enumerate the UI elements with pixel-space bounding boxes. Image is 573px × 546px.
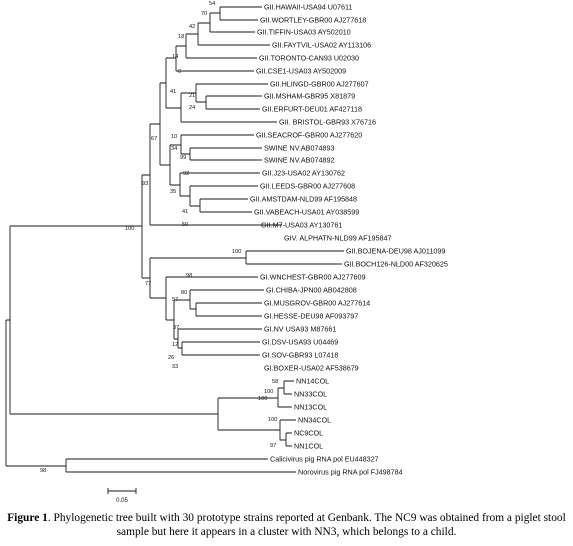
bootstrap-value: 57: [172, 297, 178, 303]
phylogenetic-tree: GII.HAWAII-USA94 U07611GII.WORTLEY-GBR00…: [5, 1, 448, 504]
tip-label: SWINE NV.AB074892: [264, 156, 334, 165]
tip-labels: GII.HAWAII-USA94 U07611GII.WORTLEY-GBR00…: [250, 3, 448, 477]
tip-label: GII.TORONTO-CAN93 U02030: [259, 54, 359, 63]
tip-label: GI.MUSGROV-GBR00 AJ277614: [264, 299, 370, 308]
bootstrap-value: 41: [182, 209, 188, 215]
tip-label: Calicivirus pig RNA pol EU448327: [270, 455, 379, 464]
bootstrap-value: 33: [172, 364, 178, 370]
tip-label: GI.BOXER-USA02 AF538679: [264, 364, 359, 373]
tip-label: GII.J23-USA02 AY130762: [262, 169, 345, 178]
bootstrap-value: 77: [145, 281, 151, 287]
bootstrap-value: 41: [170, 89, 176, 95]
tip-label: GII.BOCH126-NLD00 AF320625: [344, 260, 448, 269]
tip-label: GII.MSHAM-GBR95 X81879: [264, 92, 355, 101]
figure-caption: Figure 1. Phylogenetic tree built with 3…: [4, 511, 569, 539]
tip-label: GII.HAWAII-USA94 U07611: [264, 3, 352, 12]
bootstrap-value: 42: [189, 24, 195, 30]
caption-label: Figure 1: [7, 512, 48, 524]
tip-label: GII.M7-USA03 AY130761: [261, 221, 342, 230]
caption-text: . Phylogenetic tree built with 30 protot…: [47, 512, 566, 538]
tip-label: GI.SOV-GBR93 L07418: [262, 351, 338, 360]
bootstrap-value: 14: [172, 54, 178, 60]
scale-bar-label: 0.05: [116, 498, 128, 504]
bootstrap-value: 100: [268, 417, 277, 423]
bootstrap-value: 54: [209, 1, 215, 7]
bootstrap-value: 50: [182, 222, 188, 228]
tip-label: NN1COL: [294, 442, 323, 451]
tip-label: NN14COL: [296, 377, 329, 386]
bootstrap-value: 12: [172, 342, 178, 348]
tip-label: GI.CHIBA-JPN00 AB042808: [266, 286, 357, 295]
bootstrap-value: 98: [40, 468, 46, 474]
tip-label: GII.CSE1-USA03 AY502009: [256, 67, 346, 76]
bootstrap-value: 97: [270, 443, 276, 449]
bootstrap-value: 100: [232, 249, 241, 255]
tip-label: NN34COL: [298, 416, 331, 425]
tip-label: NC9COL: [294, 429, 323, 438]
bootstrap-value: 70: [201, 11, 207, 17]
bootstrap-value: 21: [189, 93, 195, 99]
tip-label: GII.VABEACH-USA01 AY038599: [254, 208, 359, 217]
tip-label: GII.TIFFIN-USA03 AY502010: [257, 28, 351, 37]
bootstrap-value: 37: [173, 325, 179, 331]
tip-label: GII.BOJENA-DEU98 AJ011099: [346, 247, 445, 256]
bootstrap-value: 34: [171, 146, 177, 152]
bootstrap-value: 80: [181, 290, 187, 296]
tip-label: GII.AMSTDAM-NLD99 AF195848: [250, 195, 357, 204]
tip-label: GI.DSV-USA93 U04469: [262, 338, 338, 347]
bootstrap-value: 98: [186, 273, 192, 279]
bootstrap-value: 92: [183, 171, 189, 177]
bootstrap-value: 24: [189, 105, 195, 111]
bootstrap-value: 93: [142, 181, 148, 187]
bootstrap-value: 67: [151, 136, 157, 142]
tip-label: GI.HESSE-DEU98 AF093797: [264, 312, 358, 321]
tip-label: GII.HLINGD-GBR00 AJ277607: [270, 80, 369, 89]
bootstrap-value: 18: [178, 34, 184, 40]
tip-label: GII.WORTLEY-GBR00 AJ277618: [260, 16, 366, 25]
bootstrap-value: 100: [258, 396, 267, 402]
tip-label: GII.ERFURT-DEU01 AF427118: [262, 105, 362, 114]
bootstrap-value: 35: [170, 189, 176, 195]
scale-bar: 0.05: [107, 488, 137, 504]
tip-label: GII.SEACROF-GBR00 AJ277620: [256, 131, 362, 140]
bootstrap-value: 100: [125, 226, 134, 232]
bootstrap-value: 6: [178, 69, 181, 75]
bootstrap-value: 99: [180, 155, 186, 161]
bootstrap-value: 58: [272, 379, 278, 385]
bootstrap-value: 26: [168, 355, 174, 361]
tip-label: Norovirus pig RNA pol FJ498784: [298, 468, 403, 477]
tip-label: GI.NV USA93 M87661: [264, 325, 336, 334]
tip-label: NN13COL: [294, 403, 327, 412]
tip-label: GII.LEEDS-GBR00 AJ277608: [260, 182, 355, 191]
tip-label: SWINE NV.AB074893: [264, 144, 334, 153]
bootstrap-value: 10: [171, 134, 177, 140]
tip-label: GI.WNCHEST-GBR00 AJ277609: [260, 273, 365, 282]
tree-branches: [5, 6, 344, 473]
bootstrap-value: 100: [264, 389, 273, 395]
tip-label: GII. BRISTOL-GBR93 X76716: [279, 118, 376, 127]
tip-label: GIV. ALPHATN-NLD99 AF195847: [284, 234, 391, 243]
tip-label: GII.FAYTVIL-USA02 AY113106: [272, 41, 371, 50]
tip-label: NN33COL: [294, 390, 327, 399]
